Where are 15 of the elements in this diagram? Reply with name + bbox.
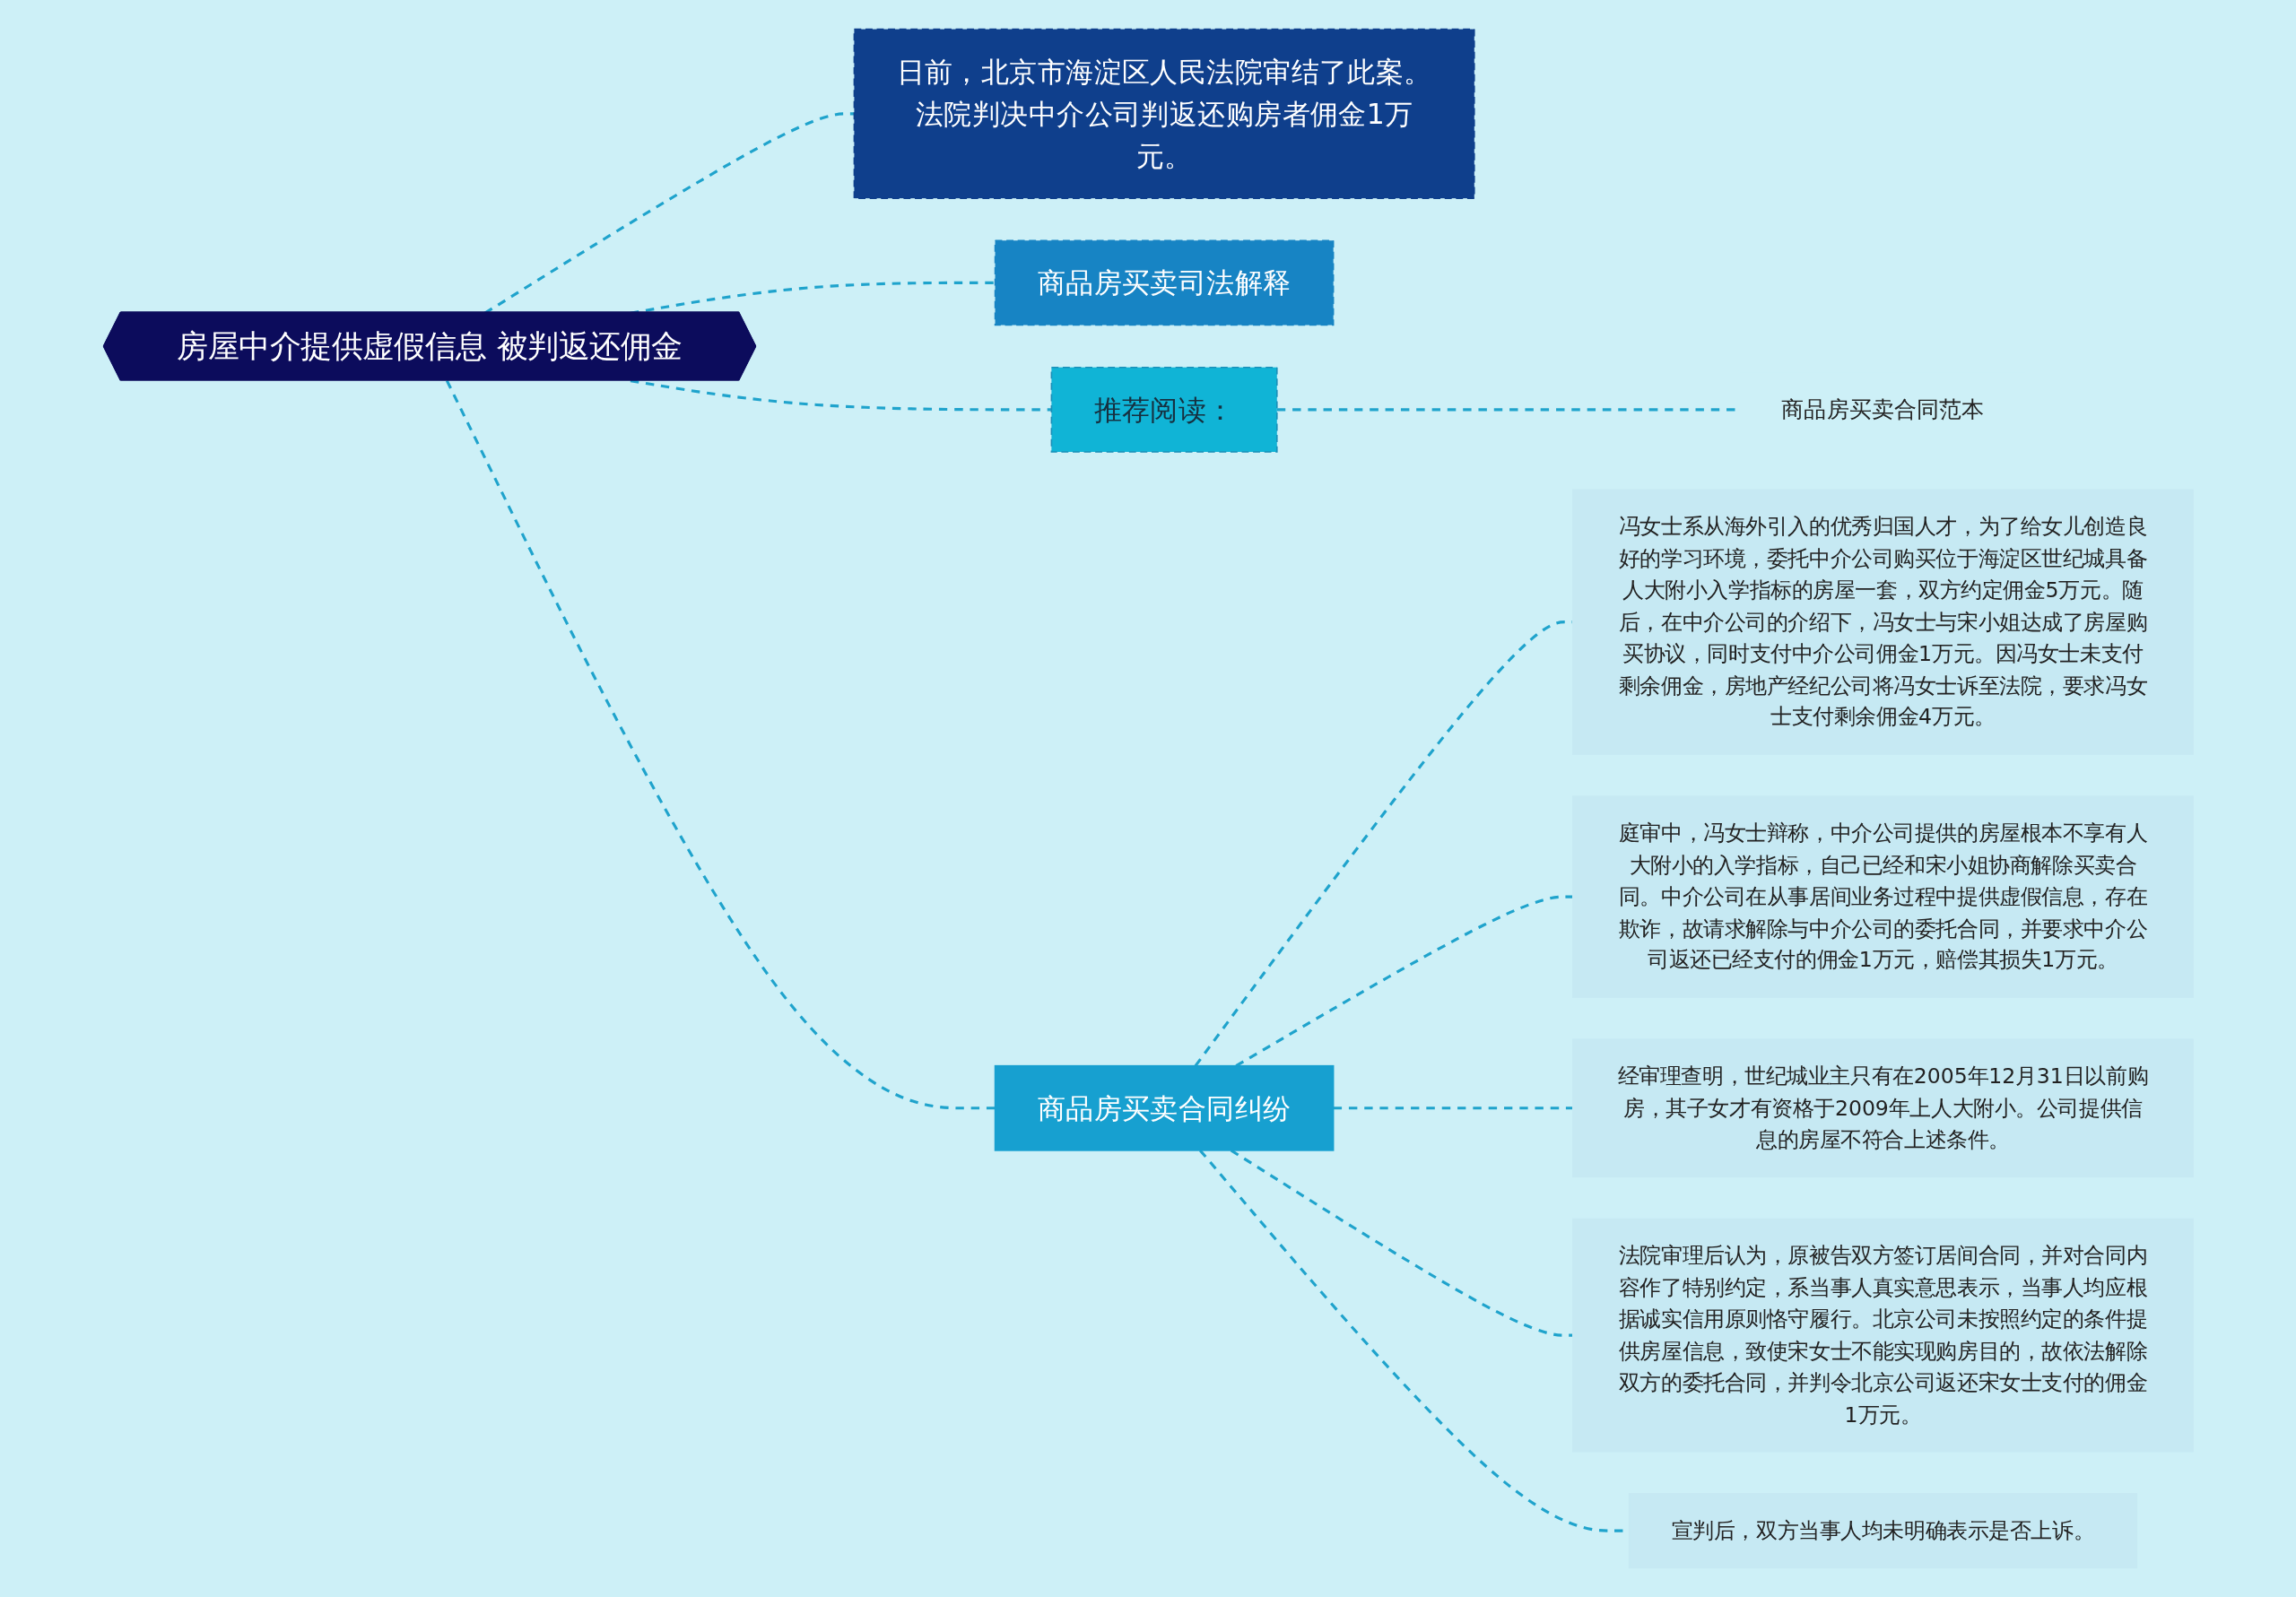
connector	[1333, 1107, 1573, 1110]
node-box: 商品房买卖合同纠纷	[994, 1064, 1335, 1151]
node-box: 商品房买卖司法解释	[994, 239, 1335, 326]
node-box: 法院审理后认为，原被告双方签订居间合同，并对合同内容作了特别约定，系当事人真实意思表示，当事人均应根据诚实信用原则恪守履行。北京公司未按照约定的条件提供房屋信息，致使宋女士不能实现购房目的，故依法解除双方的委托合同，并判令北京公司返还宋女士支付的佣金1万元。	[1571, 1218, 2194, 1453]
connector	[1235, 895, 1573, 1067]
connector	[445, 379, 996, 1110]
connector	[1194, 621, 1573, 1067]
connector	[1230, 1149, 1573, 1337]
node-box: 日前，北京市海淀区人民法院审结了此案。法院判决中介公司判返还购房者佣金1万元。	[853, 28, 1475, 199]
node-box: 冯女士系从海外引入的优秀归国人才，为了给女儿创造良好的学习环境，委托中介公司购买位于海淀区世纪城具备人大附小入学指标的房屋一套，双方约定佣金5万元。随后，在中介公司的介绍下，冯女士与宋小姐达成了房屋购买协议，同时支付中介公司佣金1万元。因冯女士未支付剩余佣金，房地产经纪公司将冯女士诉至法院，要求冯女士支付剩余佣金4万元。	[1571, 489, 2194, 755]
node-box: 庭审中，冯女士辩称，中介公司提供的房屋根本不享有人大附小的入学指标，自己已经和宋小姐协商解除买卖合同。中介公司在从事居间业务过程中提供虚假信息，存在欺诈，故请求解除与中介公司的委托合同，并要求中介公司返还已经支付的佣金1万元，赔偿其损失1万元。	[1571, 795, 2194, 998]
connector	[630, 379, 1052, 412]
node-box: 经审理查明，世纪城业主只有在2005年12月31日以前购房，其子女才有资格于2009年上人大附小。公司提供信息的房屋不符合上述条件。	[1571, 1038, 2194, 1178]
node-box: 推荐阅读：	[1050, 366, 1278, 453]
node-text: 商品房买卖合同范本	[1780, 395, 1985, 422]
